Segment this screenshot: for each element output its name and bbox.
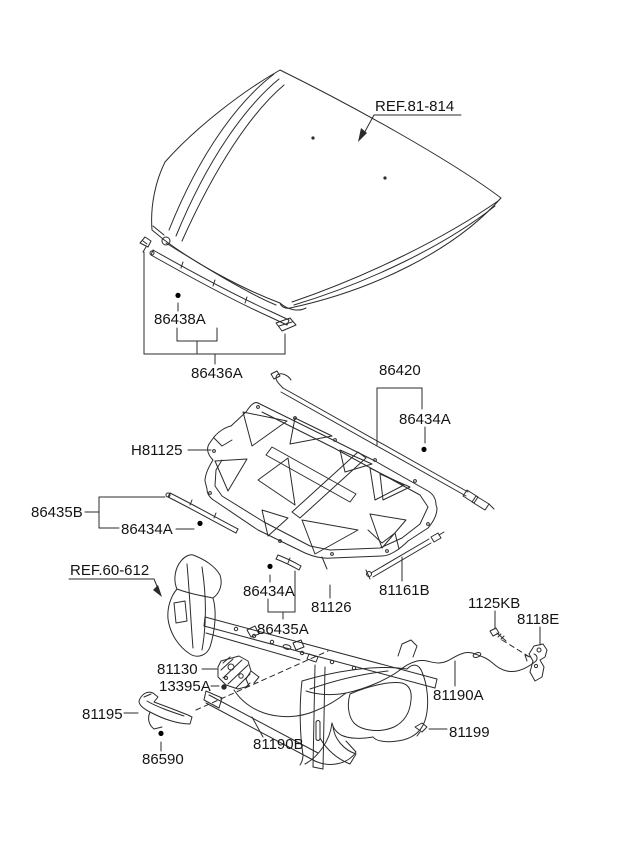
hood-panel-drawing <box>152 70 501 310</box>
label-86434a-left: 86434A <box>121 521 173 538</box>
label-86438a: 86438A <box>154 311 206 328</box>
latch-lever-drawing <box>525 644 547 681</box>
leader-arrowhead-icon <box>358 128 367 142</box>
radiator-support-drawing <box>168 555 437 769</box>
clip-pin-icon <box>267 562 273 574</box>
label-86434a-upper: 86434A <box>399 411 451 428</box>
leader-arrowhead-icon <box>153 585 162 597</box>
hood-hole-dot <box>383 176 387 180</box>
clip-pin-icon <box>175 291 181 303</box>
label-81190a: 81190A <box>433 687 484 704</box>
label-86420: 86420 <box>379 362 421 379</box>
pad-mount-dots <box>209 406 430 556</box>
label-86434a-mid: 86434A <box>243 583 295 600</box>
clip-pin-icon <box>197 519 203 531</box>
label-81161b: 81161B <box>379 582 430 599</box>
hood-latch-drawing <box>218 656 259 690</box>
label-81199: 81199 <box>449 724 490 741</box>
strip-86435a-drawing <box>267 555 301 574</box>
cowl-weatherstrip-drawing <box>140 237 296 331</box>
latch-bolt-13395a-icon <box>221 684 227 690</box>
insulator-pad-drawing <box>205 403 437 559</box>
label-8118e: 8118E <box>517 611 559 628</box>
part-labels: REF.81-814 86438A 86436A 86420 86434A H8… <box>31 98 559 768</box>
label-81190b: 81190B <box>253 736 304 753</box>
label-ref-81-814: REF.81-814 <box>375 98 454 115</box>
leader-lines <box>69 115 540 751</box>
label-81195: 81195 <box>82 706 123 723</box>
label-81126: 81126 <box>311 599 352 616</box>
label-86590: 86590 <box>142 751 184 768</box>
label-ref-60-612: REF.60-612 <box>70 562 149 579</box>
screw-1125kb-icon <box>490 628 506 641</box>
release-handle-drawing <box>139 692 192 741</box>
clip-86590-icon <box>158 729 164 741</box>
hood-weatherstrip-86420-drawing <box>271 371 494 510</box>
hood-hole-dot <box>311 136 315 140</box>
label-81130: 81130 <box>157 661 198 678</box>
label-1125kb: 1125KB <box>468 595 520 612</box>
label-h81125: H81125 <box>131 442 182 459</box>
strip-86435b-drawing <box>166 493 238 533</box>
label-13395a: 13395A <box>159 678 211 695</box>
clip-81199-icon <box>415 723 427 736</box>
clip-pin-icon <box>421 445 427 457</box>
label-86436a: 86436A <box>191 365 243 382</box>
weatherstrip-end-piece <box>276 318 296 331</box>
label-86435a: 86435A <box>257 621 309 638</box>
label-86435b: 86435B <box>31 504 83 521</box>
weatherstrip-clip-icon <box>140 237 151 247</box>
release-cable-drawing <box>234 652 537 717</box>
